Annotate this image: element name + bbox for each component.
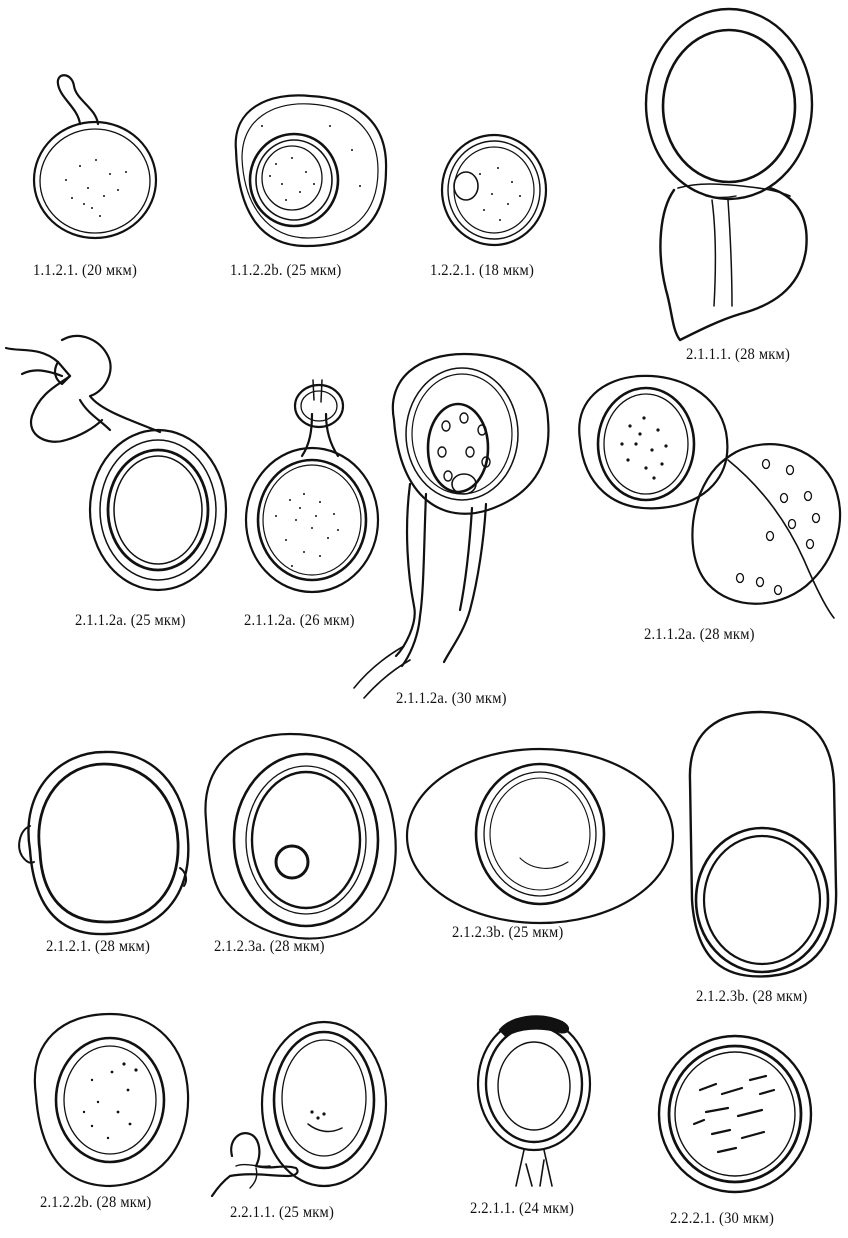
figure-caption: 2.1.1.2a. (30 мкм): [396, 690, 507, 708]
spore-1-1-2-1: [34, 75, 156, 238]
spore-2-2-1-1-24: [478, 1016, 590, 1186]
figure-caption: 2.1.1.2a. (25 мкм): [75, 612, 186, 630]
spore-2-1-1-2a-30: [354, 354, 548, 698]
figure-caption: 1.1.2.2b. (25 мкм): [230, 262, 341, 280]
figure-caption: 2.1.1.2a. (26 мкм): [244, 612, 355, 630]
spore-2-1-1-2a-26: [246, 380, 378, 592]
spore-2-2-2-1: [659, 1036, 811, 1192]
figure-caption: 2.1.2.3a. (28 мкм): [214, 938, 325, 956]
figure-caption: 2.2.1.1. (25 мкм): [230, 1204, 334, 1222]
spore-2-1-2-1: [19, 752, 188, 934]
figure-caption: 2.2.2.1. (30 мкм): [670, 1210, 774, 1228]
figure-caption: 2.1.1.2a. (28 мкм): [644, 626, 755, 644]
spore-1-2-2-1: [442, 135, 546, 245]
spore-2-1-1-2a-25: [6, 336, 226, 590]
spore-1-1-2-2b: [236, 95, 386, 246]
figure-caption: 2.1.2.3b. (28 мкм): [696, 988, 807, 1006]
stipple: [65, 125, 668, 1139]
figure-caption: 2.1.2.3b. (25 мкм): [452, 924, 563, 942]
figure-caption: 2.1.1.1. (28 мкм): [686, 346, 790, 364]
spore-2-1-2-3a: [205, 734, 395, 939]
figure-caption: 2.2.1.1. (24 мкм): [470, 1200, 574, 1218]
spore-2-1-1-2a-28: [579, 376, 840, 618]
figure-caption: 1.1.2.1. (20 мкм): [33, 262, 137, 280]
spore-2-1-2-2b: [35, 1014, 188, 1186]
spore-2-2-1-1-25: [212, 1022, 386, 1196]
figure-caption: 2.1.2.1. (28 мкм): [46, 938, 150, 956]
figure-caption: 2.1.2.2b. (28 мкм): [40, 1194, 151, 1212]
figure-caption: 1.2.2.1. (18 мкм): [430, 262, 534, 280]
spore-2-1-2-3b-25: [407, 749, 673, 923]
spore-2-1-1-1: [646, 9, 812, 340]
spore-2-1-2-3b-28: [690, 712, 836, 976]
